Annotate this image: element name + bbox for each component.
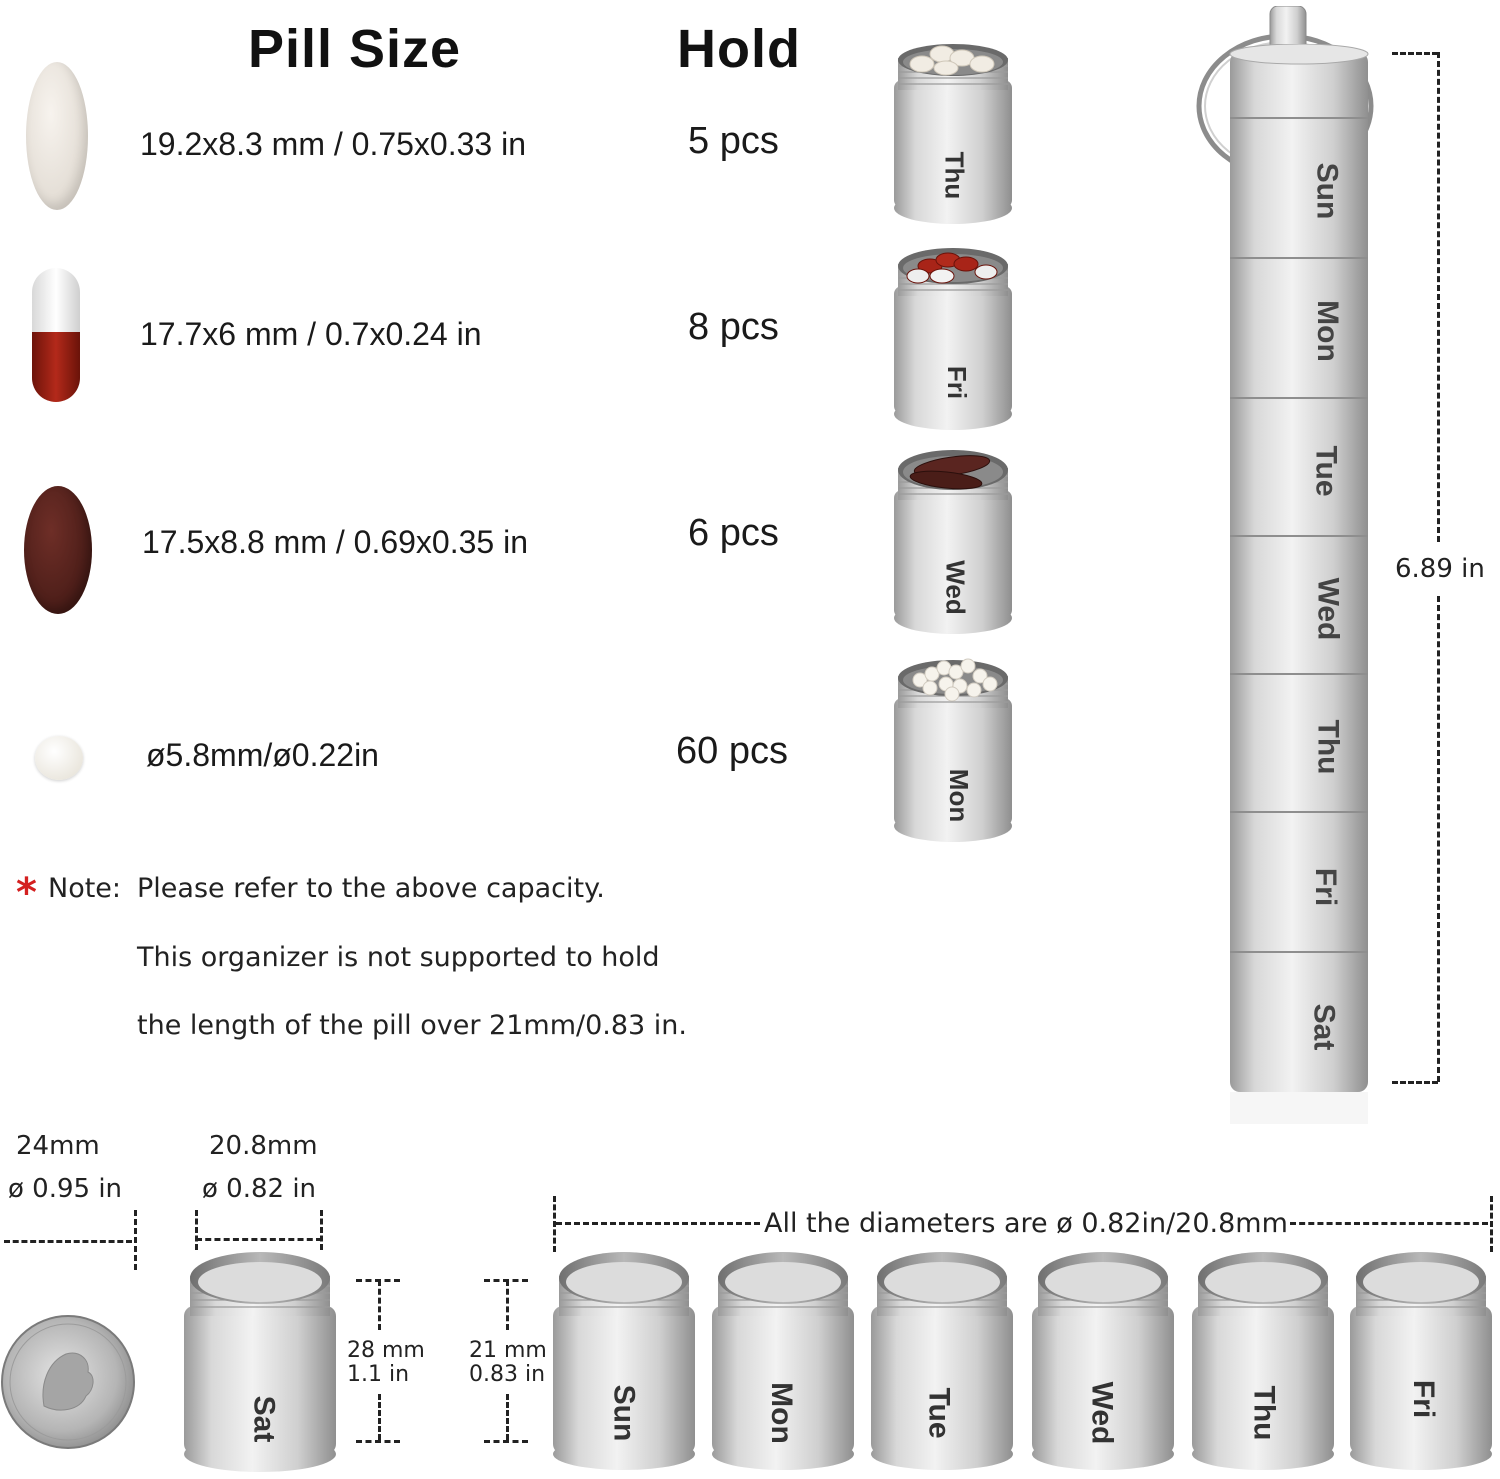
dimension-line xyxy=(134,1210,137,1270)
note-label: Note: xyxy=(48,873,122,904)
hold-count: 6 pcs xyxy=(688,512,779,554)
pill-cup: Wed xyxy=(1030,1248,1176,1472)
cup-diameter-in: ø 0.82 in xyxy=(202,1174,317,1204)
tower-day-label: Fri xyxy=(1309,867,1343,907)
day-label: Wed xyxy=(1085,1381,1119,1445)
note-marker: * xyxy=(16,870,37,916)
brown-oval-tablet-icon xyxy=(24,486,92,614)
filled-pill-cup: Mon xyxy=(890,654,1016,844)
small-round-tablet-icon xyxy=(35,736,83,780)
pill-cup: Sun xyxy=(551,1248,697,1472)
pill-size-text: ø5.8mm/ø0.22in xyxy=(146,737,379,773)
tower-day-label: Tue xyxy=(1309,445,1343,497)
pill-cup: Thu xyxy=(1190,1248,1336,1472)
dimension-line xyxy=(1290,1222,1488,1225)
dimension-line xyxy=(506,1280,509,1330)
day-label: Tue xyxy=(922,1387,956,1439)
dimension-line xyxy=(484,1440,528,1443)
pill-cup: Mon xyxy=(710,1248,856,1472)
tower-day-label: Thu xyxy=(1311,719,1345,775)
pill-cup: Tue xyxy=(869,1248,1015,1472)
tower-height-label: 6.89 in xyxy=(1395,554,1485,584)
dimension-line xyxy=(1437,52,1440,542)
diameters-label: All the diameters are ø 0.82in/20.8mm xyxy=(764,1208,1288,1239)
pill-size-text: 17.7x6 mm / 0.7x0.24 in xyxy=(140,316,482,352)
quarter-coin-icon xyxy=(0,1314,136,1450)
dimension-line xyxy=(4,1240,132,1243)
hold-count: 60 pcs xyxy=(676,730,788,772)
filled-pill-cup: Thu xyxy=(890,40,1016,225)
dimension-line xyxy=(195,1210,198,1250)
note-line: This organizer is not supported to hold xyxy=(137,942,660,973)
white-oval-tablet-icon xyxy=(26,62,88,210)
coin-diameter-mm: 24mm xyxy=(16,1131,100,1161)
dimension-line xyxy=(1490,1196,1493,1252)
day-label: Thu xyxy=(939,151,970,200)
hold-count: 5 pcs xyxy=(688,120,779,162)
cup-diameter-mm: 20.8mm xyxy=(209,1131,318,1161)
dimension-line xyxy=(378,1394,381,1440)
dimension-line xyxy=(553,1196,556,1252)
cup-height-in: 1.1 in xyxy=(347,1362,410,1387)
day-label: Sun xyxy=(607,1384,641,1442)
day-label: Mon xyxy=(764,1382,798,1444)
row-height-in: 0.83 in xyxy=(469,1362,546,1387)
dimension-line xyxy=(506,1394,509,1440)
single-pill-cup: Sat xyxy=(182,1246,338,1474)
dimension-line xyxy=(378,1280,381,1330)
dimension-line xyxy=(196,1238,322,1241)
day-label: Sat xyxy=(247,1395,281,1443)
filled-pill-cup: Fri xyxy=(890,242,1016,432)
tower-day-label: Wed xyxy=(1311,577,1345,641)
dimension-line xyxy=(320,1210,323,1250)
day-label: Thu xyxy=(1247,1385,1281,1441)
dimension-line xyxy=(356,1440,400,1443)
pill-size-text: 17.5x8.8 mm / 0.69x0.35 in xyxy=(142,524,528,560)
day-label: Wed xyxy=(940,560,971,615)
coin-diameter-in: ø 0.95 in xyxy=(8,1174,123,1204)
pill-size-header: Pill Size xyxy=(248,19,462,79)
dimension-line xyxy=(1437,596,1440,1082)
row-height-mm: 21 mm xyxy=(469,1338,547,1363)
tower-day-label: Sat xyxy=(1307,1003,1341,1051)
hold-count: 8 pcs xyxy=(688,306,779,348)
note-line: Please refer to the above capacity. xyxy=(137,873,605,904)
note-line: the length of the pill over 21mm/0.83 in… xyxy=(137,1010,688,1041)
dimension-line xyxy=(556,1222,760,1225)
pill-cup: Fri xyxy=(1348,1248,1494,1472)
filled-pill-cup: Wed xyxy=(890,444,1016,636)
red-white-capsule-icon xyxy=(32,268,80,402)
dimension-line xyxy=(1392,52,1438,55)
tower-day-label: Mon xyxy=(1310,300,1344,362)
cup-height-mm: 28 mm xyxy=(347,1338,425,1363)
weekly-pill-tower: Sun Mon Tue Wed Thu Fri Sat xyxy=(1228,43,1370,1124)
tower-day-label: Sun xyxy=(1310,162,1344,220)
day-label: Fri xyxy=(1407,1379,1441,1419)
dimension-line xyxy=(1392,1081,1438,1084)
day-label: Fri xyxy=(942,365,973,400)
day-label: Mon xyxy=(944,768,975,823)
hold-header: Hold xyxy=(677,19,801,79)
pill-size-text: 19.2x8.3 mm / 0.75x0.33 in xyxy=(140,126,526,162)
